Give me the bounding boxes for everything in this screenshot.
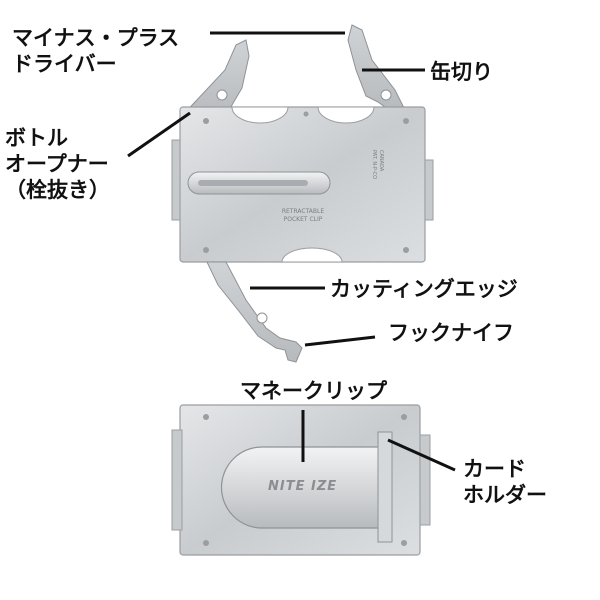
brand-logo: NITE IZE bbox=[268, 479, 338, 494]
label-screwdriver: マイナス・プラス ドライバー bbox=[12, 26, 180, 76]
label-can-opener: 缶切り bbox=[430, 60, 493, 84]
clip-text: RETRACTABLE POCKET CLIP bbox=[281, 208, 325, 223]
tool-top-view bbox=[171, 24, 434, 363]
side-text: CANADA PAT. N-P-CO bbox=[371, 150, 384, 180]
label-money-clip: マネークリップ bbox=[240, 379, 387, 403]
label-hook-knife: フックナイフ bbox=[388, 321, 514, 345]
leader-lines bbox=[127, 31, 456, 472]
card-holder-frame bbox=[377, 431, 393, 543]
money-clip bbox=[220, 446, 381, 529]
label-cutting-edge: カッティングエッジ bbox=[330, 277, 518, 301]
label-card-holder: カード ホルダー bbox=[463, 457, 547, 507]
tool-bottom-view bbox=[171, 404, 431, 556]
label-bottle-opener: ボトル オープナー （栓抜き） bbox=[5, 126, 110, 202]
hook-knife-arm bbox=[206, 261, 303, 363]
